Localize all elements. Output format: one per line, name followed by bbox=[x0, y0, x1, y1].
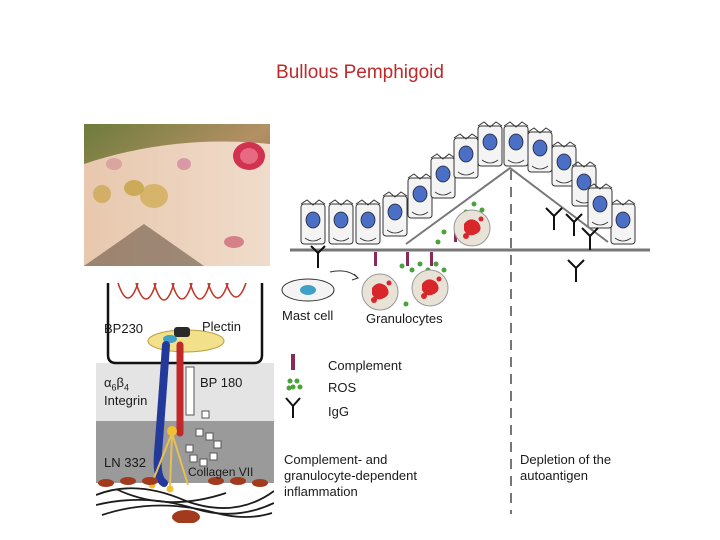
mechanism-diagram: Mast cell Granulocytes Complement ROS Ig… bbox=[278, 118, 658, 518]
collagen-label: Collagen VII bbox=[188, 465, 254, 479]
legend-igg-symbol bbox=[285, 397, 301, 418]
left-caption-line-3: inflammation bbox=[284, 484, 358, 499]
mast-cell-label: Mast cell bbox=[282, 308, 334, 323]
legend-ros-label: ROS bbox=[328, 380, 357, 395]
legend-ros-symbol bbox=[286, 378, 303, 391]
left-caption: Complement- and granulocyte-dependent in… bbox=[284, 452, 417, 500]
integrin-beta: β bbox=[116, 375, 125, 390]
integrin-label: Integrin bbox=[104, 393, 148, 408]
legend-complement-symbol bbox=[291, 354, 295, 370]
integrin-beta-sub: 4 bbox=[124, 382, 130, 393]
granulocytes-label: Granulocytes bbox=[366, 311, 443, 326]
mechanism-svg bbox=[281, 121, 650, 514]
integrin-alpha-sub: 6 bbox=[111, 382, 117, 393]
bp180-label: BP 180 bbox=[200, 375, 243, 390]
bp230-label: BP230 bbox=[104, 321, 144, 336]
ln332-label: LN 332 bbox=[104, 455, 146, 470]
integrin-subunits-label: α6β4 bbox=[104, 375, 129, 393]
right-caption-line-1: Depletion of the bbox=[520, 452, 612, 467]
left-caption-line-1: Complement- and bbox=[284, 452, 388, 467]
integrin-alpha: α bbox=[104, 375, 112, 390]
left-caption-line-2: granulocyte-dependent bbox=[284, 468, 417, 483]
legend-complement-label: Complement bbox=[328, 358, 402, 373]
skin-photo bbox=[84, 124, 270, 266]
basement-membrane-diagram: BP230 Plectin α6β4 Integrin BP 180 LN 33… bbox=[96, 283, 274, 523]
right-caption-line-2: autoantigen bbox=[520, 468, 588, 483]
legend-igg-label: IgG bbox=[328, 404, 349, 419]
right-caption: Depletion of the autoantigen bbox=[520, 452, 611, 484]
plectin-label: Plectin bbox=[202, 319, 242, 334]
slide-title: Bullous Pemphigoid bbox=[276, 62, 444, 83]
